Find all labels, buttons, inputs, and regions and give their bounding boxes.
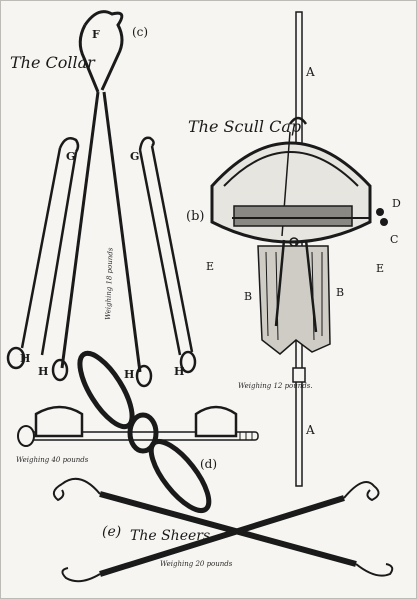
sheers-illustration: (e) The Sheers Weighing 20 pounds [52,477,394,583]
label-h-3: H [124,368,134,381]
collar-loop-h1 [6,346,26,370]
collar-weight-text: Weighing 18 pounds [104,247,115,320]
collar-illustration: The Collar F (c) G G H H H H Weighing 18… [6,10,197,388]
label-f: F [92,28,100,41]
chain-link-3 [148,438,212,514]
bolt-weight-text: Weighing 40 pounds [16,456,89,464]
sheers-blade-1 [99,491,357,567]
label-c-upper: C [390,233,398,246]
sheers-blade-2 [99,495,345,577]
sheers-weight-text: Weighing 20 pounds [160,560,233,568]
label-h-1: H [20,352,30,365]
collar-hook-g-right [138,136,155,151]
label-d-paren: (d) [200,457,217,471]
label-e-right: E [376,262,384,275]
skull-cap-dome [210,141,372,244]
collar-loop-h2 [51,358,69,382]
collar-bar-right [102,91,142,373]
skull-cap-illustration: The Scull Cap A A (b) B B C D E E Weighi… [186,11,401,487]
label-a-bottom: A [305,423,315,437]
collar-hook-g-left [58,137,80,153]
chain-link-2 [127,412,159,454]
collar-loop-h3 [135,364,153,388]
label-h-4: H [174,365,184,378]
skull-cap-title: The Scull Cap [188,117,301,136]
collar-title: The Collar [10,53,96,72]
collar-neck-ring [83,10,124,91]
sheers-title: The Sheers [130,528,210,544]
label-e-paren-sheers: (e) [102,524,121,540]
bolt-shackle-left [34,405,84,438]
skull-cap-weight-text: Weighing 12 pounds. [238,382,313,390]
label-b-right: B [336,286,344,299]
label-c: (c) [132,25,148,39]
label-a-top: A [305,65,315,79]
label-g-left: G [66,150,75,163]
label-h-2: H [38,365,48,378]
label-g-right: G [130,150,139,163]
label-b-left: B [244,290,252,303]
bolt-and-chain-illustration: (d) Weighing 40 pounds [16,350,259,514]
label-e-left: E [206,260,214,273]
skull-cap-strap [257,245,331,355]
collar-bar-left [60,91,100,369]
collar-loop-h4 [179,350,197,374]
bolt-shackle-right [194,405,238,438]
chain-link-1 [77,350,135,430]
label-d: D [392,197,401,210]
label-b-paren: (b) [186,209,204,224]
